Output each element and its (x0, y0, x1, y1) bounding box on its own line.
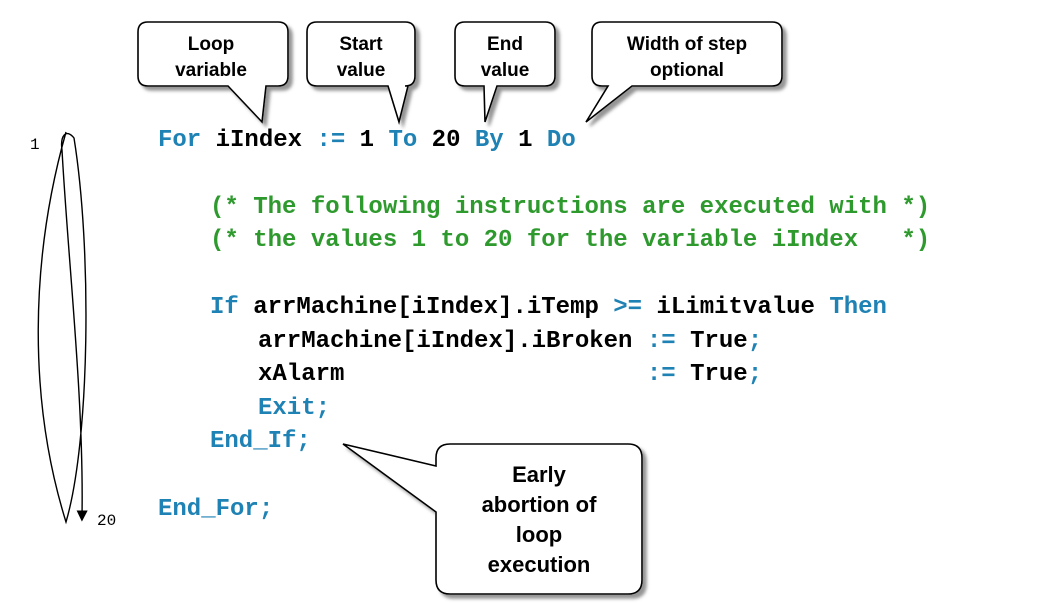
callout-early-abort-line3: loop (516, 522, 562, 547)
code-end-if: End_If; (210, 428, 311, 455)
code-broken-line: arrMachine[iIndex].iBroken := True; (258, 328, 762, 356)
compare-operator: >= (613, 294, 643, 321)
callout-early-abort (342, 443, 643, 595)
code-comment-2: (* the values 1 to 20 for the variable i… (210, 227, 931, 254)
loop-iteration-arrow (37, 131, 88, 525)
keyword-by: By (474, 127, 504, 154)
callout-loop-variable-line1: Loop (188, 34, 234, 55)
start-value: 1 (345, 127, 389, 154)
broken-value: True (675, 328, 748, 355)
callout-step-width-line1: Width of step (627, 34, 747, 55)
callout-start-value (306, 21, 416, 125)
loop-variable: iIndex (201, 127, 317, 154)
code-exit-line: Exit; (258, 395, 331, 422)
callout-early-abort-line4: execution (488, 552, 591, 577)
code-alarm-line: xAlarm := True; (258, 361, 762, 389)
if-expression: arrMachine[iIndex].iTemp (238, 294, 614, 321)
code-if-line: If arrMachine[iIndex].iTemp >= iLimitval… (210, 294, 887, 322)
keyword-to: To (388, 127, 418, 154)
code-end-for: End_For; (158, 496, 274, 523)
broken-assign: := (646, 328, 676, 355)
callout-early-abort-line1: Early (512, 462, 567, 487)
callout-end-value-line2: value (481, 60, 530, 81)
alarm-value: True (675, 361, 748, 388)
callout-start-value-line1: Start (339, 34, 383, 55)
step-value: 1 (503, 127, 547, 154)
alarm-lhs: xAlarm (258, 361, 647, 388)
code-comment-1: (* The following instructions are execut… (210, 194, 931, 221)
if-rhs: iLimitvalue (642, 294, 830, 321)
callout-loop-variable (137, 21, 289, 124)
alarm-semicolon: ; (747, 361, 763, 388)
keyword-then: Then (829, 294, 887, 321)
callout-end-value-line1: End (487, 34, 523, 55)
keyword-do: Do (546, 127, 576, 154)
code-for-line: For iIndex := 1 To 20 By 1 Do (158, 127, 576, 155)
callout-start-value-line2: value (337, 60, 386, 81)
loop-end-label: 20 (97, 512, 117, 530)
loop-start-label: 1 (30, 136, 40, 154)
keyword-for: For (158, 127, 202, 154)
broken-semicolon: ; (747, 328, 763, 355)
alarm-assign: := (646, 361, 676, 388)
callout-loop-variable-line2: variable (175, 60, 247, 81)
callout-step-width-line2: optional (650, 60, 724, 81)
callout-step-width (585, 21, 783, 123)
keyword-if: If (210, 294, 239, 321)
callout-end-value (454, 21, 556, 123)
end-value: 20 (417, 127, 475, 154)
assign-operator: := (316, 127, 346, 154)
callout-early-abort-line2: abortion of (482, 492, 598, 517)
broken-lhs: arrMachine[iIndex].iBroken (258, 328, 647, 355)
